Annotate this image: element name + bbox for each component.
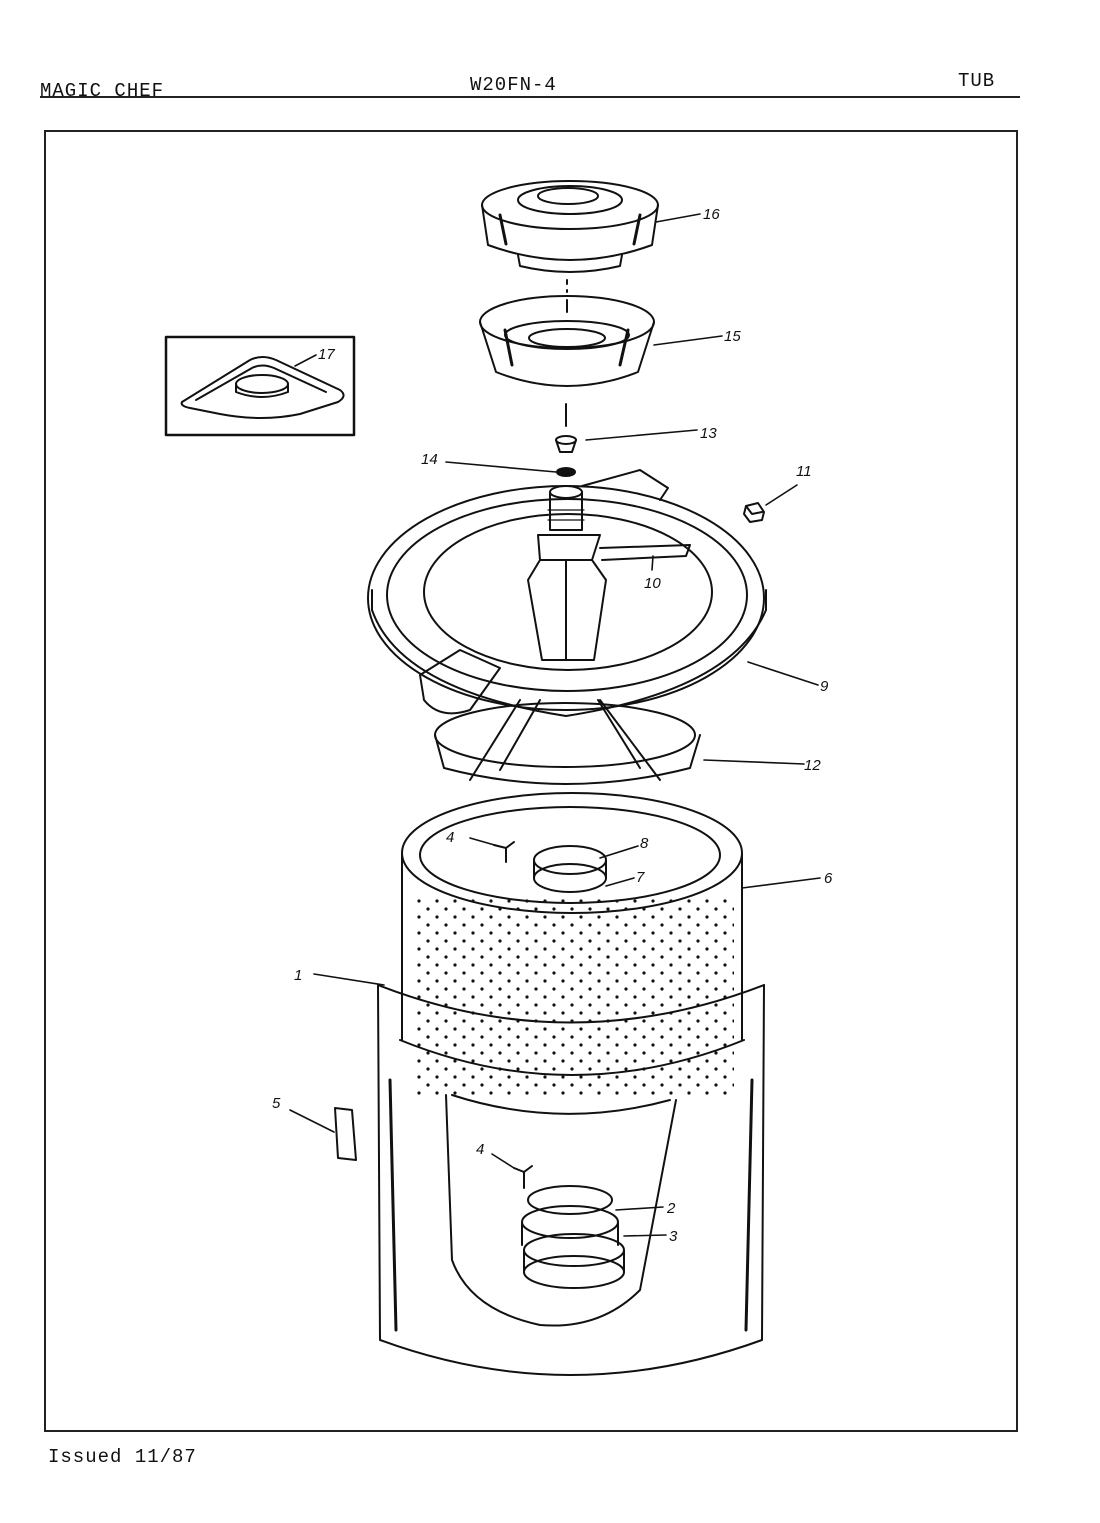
part-14-washer [556, 467, 576, 477]
callout-10: 10 [644, 575, 661, 592]
model-number: W20FN-4 [470, 74, 557, 96]
part-16-cap [481, 180, 659, 273]
callout-15: 15 [724, 328, 741, 345]
callout-4-lower: 4 [476, 1141, 484, 1158]
diagram-frame [44, 130, 1018, 1432]
inset-part-17 [164, 335, 356, 437]
section-title: TUB [958, 70, 996, 92]
callout-14: 14 [421, 451, 438, 468]
callout-6: 6 [824, 870, 833, 887]
agitator [527, 485, 691, 661]
callout-1: 1 [294, 967, 302, 984]
part-9-tub-ring [367, 469, 767, 717]
part-4-bolt [513, 1165, 533, 1189]
callout-4-upper: 4 [446, 829, 454, 846]
callout-7: 7 [636, 869, 645, 886]
callout-11: 11 [796, 463, 812, 480]
callout-17: 17 [318, 346, 335, 363]
callout-3: 3 [669, 1228, 678, 1245]
callout-5: 5 [272, 1095, 281, 1112]
part-12-cone [434, 699, 701, 785]
callout-16: 16 [703, 206, 720, 223]
callout-9: 9 [820, 678, 829, 695]
issued-date: Issued 11/87 [48, 1446, 197, 1468]
part-15-cup [479, 295, 655, 387]
callout-8: 8 [640, 835, 649, 852]
part-5-label [334, 1107, 357, 1161]
callout-2: 2 [666, 1200, 676, 1217]
part-1-outer-tub [377, 984, 765, 1376]
leader-lines [289, 213, 821, 1237]
part-13-plug [555, 435, 577, 453]
part-11-clip [743, 502, 765, 523]
header-rule [40, 96, 1020, 98]
callout-13: 13 [700, 425, 717, 442]
callout-12: 12 [804, 757, 821, 774]
